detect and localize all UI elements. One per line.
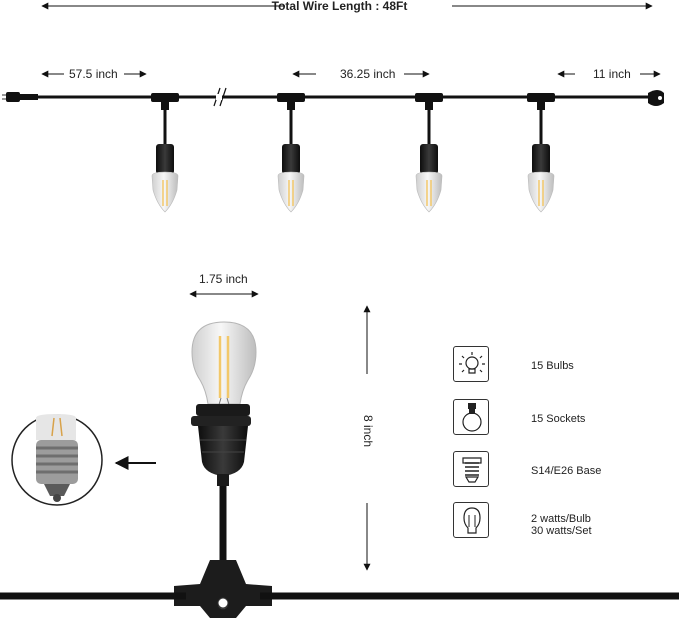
total-wire-length-label: Total Wire Length : 48Ft	[271, 0, 408, 13]
bulb-3	[415, 93, 443, 213]
bulb-height-label: 8 inch	[361, 415, 375, 448]
main-cable	[2, 87, 664, 107]
filament-icon	[453, 502, 489, 538]
socket-icon	[453, 399, 489, 435]
bulb-4	[527, 93, 555, 213]
base-icon	[453, 451, 489, 487]
wattage-per-bulb: 2 watts/Bulb	[531, 513, 591, 525]
large-bulb	[0, 321, 679, 618]
base-detail	[11, 414, 103, 506]
first-spacing-label: 57.5 inch	[69, 67, 118, 81]
sockets-count-text: 15 Sockets	[531, 413, 586, 425]
end-lead-label: 11 inch	[593, 67, 631, 81]
bulb-width-label: 1.75 inch	[199, 272, 248, 286]
bulb-icon	[453, 346, 489, 382]
base-type-text: S14/E26 Base	[531, 465, 602, 477]
bulb-1	[151, 93, 179, 213]
bulb-spacing-label: 36.25 inch	[340, 67, 396, 81]
bulb-2	[277, 93, 305, 213]
wattage-text: 2 watts/Bulb 30 watts/Set	[531, 513, 592, 537]
wattage-per-set: 30 watts/Set	[531, 525, 592, 537]
bulbs-count-text: 15 Bulbs	[531, 360, 574, 372]
